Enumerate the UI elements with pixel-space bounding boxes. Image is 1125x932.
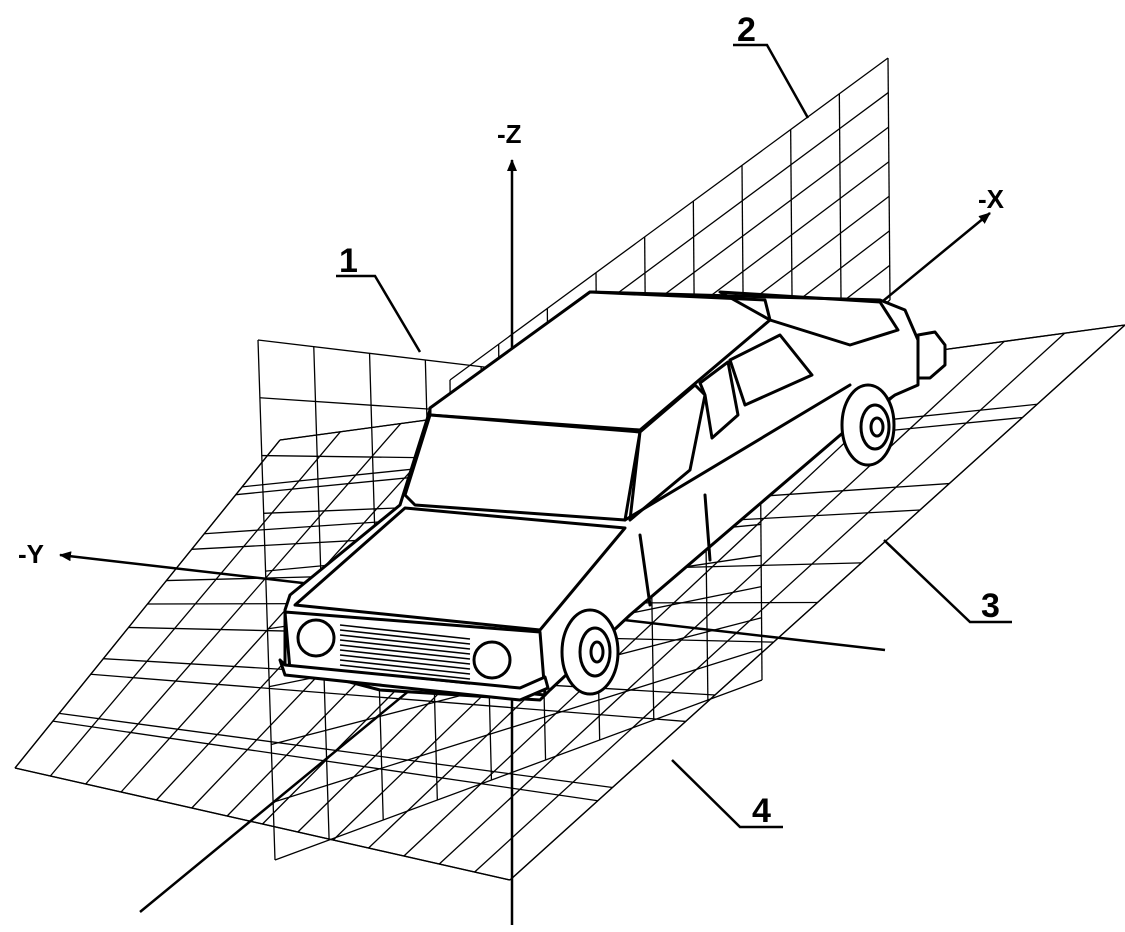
grid-line <box>339 664 471 680</box>
grid-line <box>449 57 889 381</box>
car-grille <box>339 624 471 685</box>
headlights <box>296 618 512 680</box>
grid-line <box>339 649 471 665</box>
car-side-window-front <box>628 383 707 522</box>
grid-line <box>509 324 1125 881</box>
leader-4 <box>671 759 783 829</box>
grid-line <box>85 423 402 785</box>
grid-line <box>838 93 842 338</box>
grid-line <box>90 673 686 723</box>
leader-lines <box>336 43 1012 829</box>
car-rear-light <box>916 330 947 380</box>
car-door-lines <box>623 383 852 607</box>
wheels <box>560 383 896 696</box>
grid-line <box>339 644 471 660</box>
leader-2 <box>733 43 810 119</box>
grid-line <box>14 767 511 881</box>
car-hood <box>293 506 627 632</box>
grid-line <box>257 339 276 861</box>
headlight-right <box>472 640 512 680</box>
car-windshield <box>403 413 642 522</box>
car-side-window-middle <box>698 360 740 440</box>
axis-label-z: -Z <box>497 119 522 149</box>
grid-line <box>339 669 471 685</box>
car-front-bumper <box>278 658 550 702</box>
grid-line <box>339 639 471 655</box>
headlight-left <box>296 618 336 658</box>
grid-line <box>272 648 762 803</box>
grid-line <box>274 679 763 861</box>
label-3: 3 <box>981 587 1000 625</box>
label-2: 2 <box>737 11 756 49</box>
grid-line <box>339 629 471 645</box>
car-side-window-rear <box>728 333 814 407</box>
grid-line <box>474 332 1066 873</box>
grid-line <box>339 654 471 670</box>
grid-line <box>14 439 281 769</box>
axis-label-x: -X <box>978 184 1005 214</box>
leader-3 <box>883 539 1012 624</box>
grid-line <box>887 57 891 301</box>
grid-line <box>339 624 471 640</box>
grid-line <box>339 634 471 650</box>
label-4: 4 <box>752 792 771 830</box>
grid-line <box>49 431 341 777</box>
grid-line <box>438 340 1005 865</box>
wheel-rear-hub <box>869 416 885 438</box>
label-1: 1 <box>339 242 358 280</box>
car-rear-deck <box>718 290 900 347</box>
grid-line <box>339 659 471 675</box>
leader-1 <box>336 274 422 353</box>
axis-label-y: -Y <box>18 539 44 569</box>
wheel-front-hub <box>589 640 605 664</box>
